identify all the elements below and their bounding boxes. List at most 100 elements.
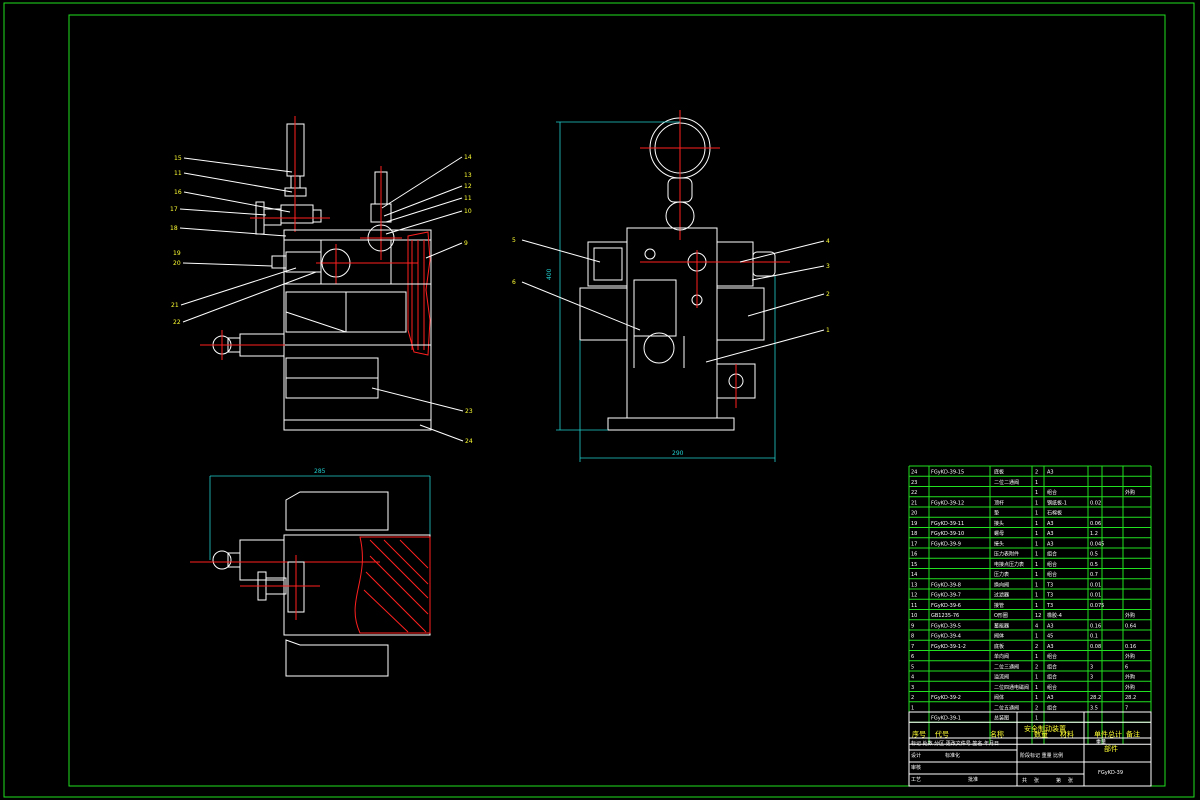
- table-cell-qty: 4: [1035, 623, 1038, 629]
- part-label-3: 3: [826, 263, 830, 270]
- table-cell-weight: 3.5: [1090, 705, 1098, 711]
- table-cell-weight: 0.045: [1090, 541, 1104, 547]
- table-cell-no: 2: [911, 695, 914, 701]
- table-cell-code: FGyKD-39-12: [931, 500, 964, 506]
- table-cell-note: 28.2: [1125, 695, 1136, 701]
- part-label-2: 2: [826, 291, 830, 298]
- table-cell-qty: 1: [1035, 521, 1038, 527]
- table-cell-qty: 2: [1035, 705, 1038, 711]
- table-cell-material: 组合: [1047, 561, 1057, 568]
- table-cell-weight: 0.1: [1090, 634, 1098, 640]
- leader-line: [739, 240, 825, 263]
- table-cell-qty: 1: [1035, 634, 1038, 640]
- part-label-5: 5: [512, 237, 516, 244]
- table-cell-material: T3: [1046, 582, 1053, 588]
- leader-line: [383, 185, 463, 217]
- table-cell-name: 二位三通阀: [994, 663, 1019, 670]
- table-header-weight: 单件总计: [1094, 729, 1122, 738]
- table-cell-name: 二位五通阀: [994, 704, 1019, 711]
- table-cell-name: 接头: [994, 540, 1004, 547]
- table-cell-no: 10: [911, 613, 917, 619]
- table-header-note: 备注: [1126, 729, 1140, 738]
- table-header-weight2: 重量: [1096, 738, 1106, 745]
- leader-line: [183, 191, 291, 213]
- table-header-name: 名称: [990, 729, 1004, 738]
- table-cell-note: 6: [1125, 664, 1128, 670]
- table-cell-note: 外购: [1125, 674, 1135, 681]
- table-cell-code: FGyKD-39-5: [931, 623, 961, 629]
- leader-line: [705, 329, 825, 363]
- table-cell-no: 4: [911, 675, 914, 681]
- drawing-title: 安全制动装置: [1024, 724, 1066, 733]
- part-label-10: 10: [464, 208, 472, 215]
- part-label-23: 23: [465, 408, 473, 415]
- table-cell-code: FGyKD-39-6: [931, 603, 961, 609]
- table-cell-material: 45: [1047, 634, 1053, 640]
- table-cell-qty: 1: [1035, 685, 1038, 691]
- part-label-19: 19: [173, 250, 181, 257]
- dimension-width-side: 290: [672, 450, 684, 457]
- leader-line: [371, 387, 464, 412]
- table-cell-code: GB1235-76: [931, 613, 959, 619]
- table-cell-material: T3: [1046, 593, 1053, 599]
- table-cell-qty: 2: [1035, 470, 1038, 476]
- table-cell-name: 接头: [994, 520, 1004, 527]
- dimension-width-top: 285: [314, 468, 326, 475]
- table-cell-qty: 1: [1035, 675, 1038, 681]
- table-cell-code: FGyKD-39-9: [931, 541, 961, 547]
- leader-line: [419, 424, 464, 442]
- table-cell-no: 21: [911, 500, 917, 506]
- table-cell-note: 0.16: [1125, 644, 1136, 650]
- leader-line: [179, 227, 287, 237]
- table-cell-qty: 1: [1035, 541, 1038, 547]
- table-cell-no: 20: [911, 511, 917, 517]
- table-cell-name: 二位二通阀: [994, 479, 1019, 486]
- leader-line: [183, 172, 293, 193]
- table-cell-name: 螺母: [994, 530, 1004, 537]
- check-label: 审核: [911, 764, 921, 771]
- revision-row: 标记 处数 分区 更改文件号 签名 年月日: [911, 740, 999, 747]
- table-cell-no: 15: [911, 562, 917, 568]
- table-cell-weight: 0.5: [1090, 552, 1098, 558]
- table-cell-weight: 28.2: [1090, 695, 1101, 701]
- table-cell-code: FGyKD-39-2: [931, 695, 961, 701]
- table-cell-code: FGyKD-39-4: [931, 634, 961, 640]
- table-cell-qty: 1: [1035, 582, 1038, 588]
- table-header-material: 材料: [1060, 729, 1074, 738]
- title-block: 安全制动装置 部件 FGyKD-39 标记 处数 分区 更改文件号 签名 年月日…: [908, 711, 1152, 787]
- part-label-21: 21: [171, 302, 179, 309]
- part-label-20: 20: [173, 260, 181, 267]
- sheets-unit-a: 张: [1034, 777, 1039, 784]
- drawing-number: FGyKD-39: [1098, 770, 1123, 776]
- leader-line: [521, 281, 641, 331]
- table-cell-no: 3: [911, 685, 914, 691]
- table-cell-material: 橡胶-4: [1047, 612, 1062, 619]
- table-cell-weight: 0.06: [1090, 521, 1101, 527]
- table-cell-no: 19: [911, 521, 917, 527]
- table-cell-code: FGyKD-39-8: [931, 582, 961, 588]
- table-cell-qty: 1: [1035, 562, 1038, 568]
- table-cell-name: 换向阀: [994, 581, 1009, 588]
- part-label-9: 9: [464, 240, 468, 247]
- table-cell-name: 压力表: [994, 571, 1009, 578]
- table-cell-name: 底板: [994, 469, 1004, 476]
- leader-line: [521, 239, 601, 263]
- table-cell-no: 13: [911, 582, 917, 588]
- standard-label: 标准化: [945, 752, 960, 759]
- stage-row: 阶段标记 重量 比例: [1020, 752, 1063, 759]
- table-header-no: 序号: [912, 729, 926, 738]
- table-cell-material: 组合: [1047, 663, 1057, 670]
- process-label: 工艺: [911, 777, 921, 783]
- part-label-18: 18: [170, 225, 178, 232]
- table-header-qty: 数量: [1034, 729, 1048, 738]
- table-cell-material: 组合: [1047, 684, 1057, 691]
- table-cell-qty: 1: [1035, 695, 1038, 701]
- table-cell-material: 组合: [1047, 551, 1057, 558]
- table-cell-name: 压力表附件: [994, 551, 1019, 558]
- part-label-11: 11: [174, 170, 182, 177]
- leader-line: [385, 197, 463, 223]
- approve-label: 批准: [968, 776, 978, 783]
- table-cell-weight: 1.2: [1090, 531, 1098, 537]
